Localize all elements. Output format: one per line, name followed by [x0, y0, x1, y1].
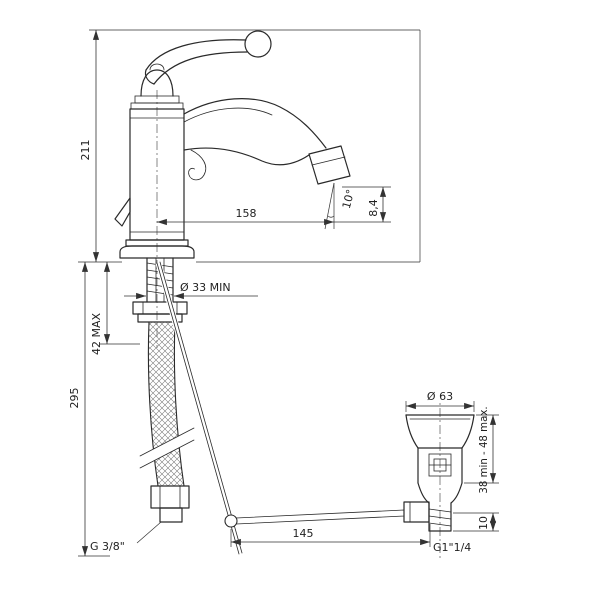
under-deck-assembly	[132, 257, 195, 523]
label-height-total: 211	[79, 140, 92, 161]
label-rod-length: 145	[293, 527, 314, 540]
leader-g38	[136, 521, 162, 544]
popup-drain	[403, 414, 475, 532]
angle-arc	[327, 215, 335, 218]
label-outlet-offset: 8,4	[367, 199, 380, 217]
label-drain-diameter: Ø 63	[427, 390, 453, 403]
label-hole-min: Ø 33 MIN	[180, 281, 231, 294]
rod-ball-joint	[224, 514, 238, 528]
angle-line-tilted	[324, 182, 335, 230]
label-drain-range: 38 min - 48 max.	[479, 406, 490, 493]
mounting-nut	[132, 301, 188, 323]
drain-tailpiece	[428, 502, 452, 532]
label-drain-offset: 10	[477, 516, 490, 530]
supply-hose	[139, 321, 195, 487]
aerator	[308, 145, 351, 185]
ext-10	[453, 512, 499, 532]
label-spout-reach: 158	[236, 207, 257, 220]
label-spout-angle: 10°	[340, 188, 358, 210]
drain-flange	[405, 414, 475, 449]
spout	[183, 98, 351, 185]
dimension-lines	[78, 29, 499, 557]
label-bg-d63	[423, 390, 457, 403]
faucet-body	[119, 108, 195, 259]
hose-break	[140, 428, 194, 468]
handle-lever	[144, 30, 272, 85]
spout-scroll	[188, 149, 207, 181]
label-drain-thread: G1"1/4	[433, 541, 471, 554]
label-deck-max: 42 MAX	[90, 313, 103, 356]
ext-145	[230, 524, 431, 547]
dimension-labels: 211 295 42 MAX Ø 33 MIN 158 10° 8,4 Ø 63…	[68, 140, 490, 555]
lever-ball	[244, 30, 272, 58]
label-supply-thread: G 3/8"	[90, 540, 125, 553]
handle-boss	[130, 69, 184, 110]
popup-knob	[114, 197, 131, 227]
lift-rod-diagonal	[156, 261, 243, 555]
popup-rod-linkage	[155, 261, 405, 555]
base-flange	[119, 245, 195, 259]
faucet-above-deck	[114, 30, 351, 259]
label-hose-length: 295	[68, 388, 81, 409]
drain-pivot	[403, 501, 430, 523]
hose-fitting	[150, 485, 190, 523]
